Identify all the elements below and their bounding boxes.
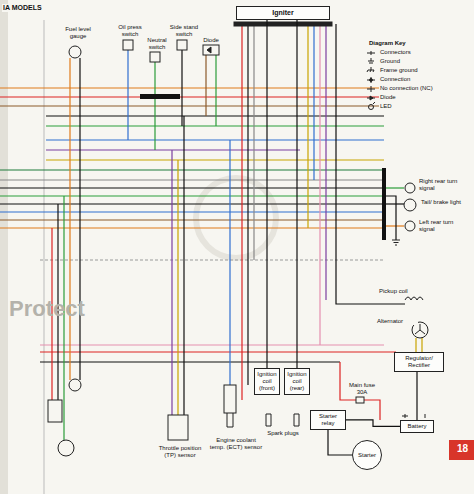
component-symbol <box>69 379 81 391</box>
component-label: Main fuse 30A <box>344 382 380 396</box>
nc-sample <box>367 86 375 92</box>
diode-symbol <box>207 47 211 53</box>
wire-connector <box>328 430 352 455</box>
fuse-symbol <box>356 397 364 403</box>
page-gutter <box>0 0 8 494</box>
igniter-connector <box>234 22 332 26</box>
node-text: Starter <box>355 452 379 459</box>
tail-light-bulb <box>404 199 416 211</box>
legend-text: Connection <box>379 76 411 83</box>
fuel-gauge-symbol <box>69 46 81 58</box>
wire-bundle <box>0 24 422 440</box>
component-label: Spark plugs <box>262 430 304 437</box>
component-label: Left rear turn signal <box>418 219 470 233</box>
component-symbol <box>58 440 74 456</box>
component-label: Engine coolant temp. (ECT) sensor <box>208 437 264 451</box>
watermark: Protect <box>8 296 140 321</box>
connector-block <box>140 94 180 99</box>
side-stand-switch-symbol <box>177 40 187 50</box>
relay-box: Starter relay <box>310 410 346 430</box>
connection-sample <box>367 77 375 83</box>
ect-sensor-symbol <box>224 385 236 413</box>
ignition-coil-box: Ignition coil (front) <box>254 368 280 395</box>
turn-signal-bulb <box>405 183 415 193</box>
legend-text: Connectors <box>379 49 412 56</box>
igniter-box: Igniter <box>236 6 330 20</box>
component-label: Oil press switch <box>114 24 146 38</box>
node-text: Battery <box>403 423 431 430</box>
led-sample <box>373 102 375 104</box>
component-label: Side stand switch <box>168 24 200 38</box>
ground-symbol <box>392 240 400 245</box>
ignition-coil-box: Ignition coil (rear) <box>284 368 310 395</box>
watermark-ring <box>196 178 276 258</box>
node-text: Igniter <box>239 9 327 17</box>
wire-connector <box>296 20 297 368</box>
frame-ground-sample <box>367 67 374 72</box>
legend-text: LED <box>379 103 393 110</box>
component-label: Right rear turn signal <box>418 178 470 192</box>
pickup-coil-symbol <box>405 297 423 300</box>
component-label: Neutral switch <box>142 37 172 51</box>
alternator-symbol <box>415 324 425 334</box>
legend-text: Frame ground <box>379 67 419 74</box>
oil-switch-symbol <box>123 40 133 50</box>
legend-text: Ground <box>379 58 401 65</box>
page-edge <box>44 20 45 494</box>
wire-connector <box>346 420 400 427</box>
ground-sample <box>368 58 374 63</box>
neutral-switch-symbol <box>150 52 160 62</box>
component-label: Alternator <box>376 318 418 325</box>
node-text: Starter relay <box>313 413 343 427</box>
component-symbol <box>48 400 62 422</box>
page-number-tab <box>449 440 474 460</box>
component-label: Fuel level gauge <box>60 26 96 40</box>
legend-text: Diode <box>379 94 397 101</box>
component-label: IA MODELS <box>2 4 64 12</box>
wire-connector <box>416 372 417 420</box>
turn-signal-bulb <box>405 221 415 231</box>
diode-sample <box>367 96 375 100</box>
connection-dot <box>370 79 373 82</box>
connector-bar <box>382 168 386 240</box>
ect-sensor-symbol <box>227 413 233 427</box>
diode-symbol <box>203 45 219 55</box>
regulator-box: Regulator/ Rectifier <box>394 352 444 372</box>
tp-sensor-symbol <box>168 415 188 440</box>
component-label: Throttle position (TP) sensor <box>152 445 208 459</box>
component-label: Pickup coil <box>378 288 420 295</box>
battery-box: Battery <box>400 420 434 433</box>
starter-motor: Starter <box>352 440 382 470</box>
node-text: Ignition coil (rear) <box>287 371 307 392</box>
component-label: Diagram Key <box>368 40 430 47</box>
spark-plug-symbol <box>266 414 299 426</box>
led-sample <box>369 105 374 110</box>
legend-text: No connection (NC) <box>379 85 434 92</box>
battery-terminal <box>402 414 425 418</box>
node-text: Ignition coil (front) <box>257 371 277 392</box>
component-label: Tail/ brake light <box>420 199 468 206</box>
component-label: Diode <box>198 37 224 44</box>
page-number: 18 <box>451 443 474 455</box>
wire-connector <box>266 20 267 368</box>
node-text: Regulator/ Rectifier <box>397 355 441 369</box>
connector-sample <box>367 51 375 55</box>
legend-symbols <box>367 51 375 110</box>
